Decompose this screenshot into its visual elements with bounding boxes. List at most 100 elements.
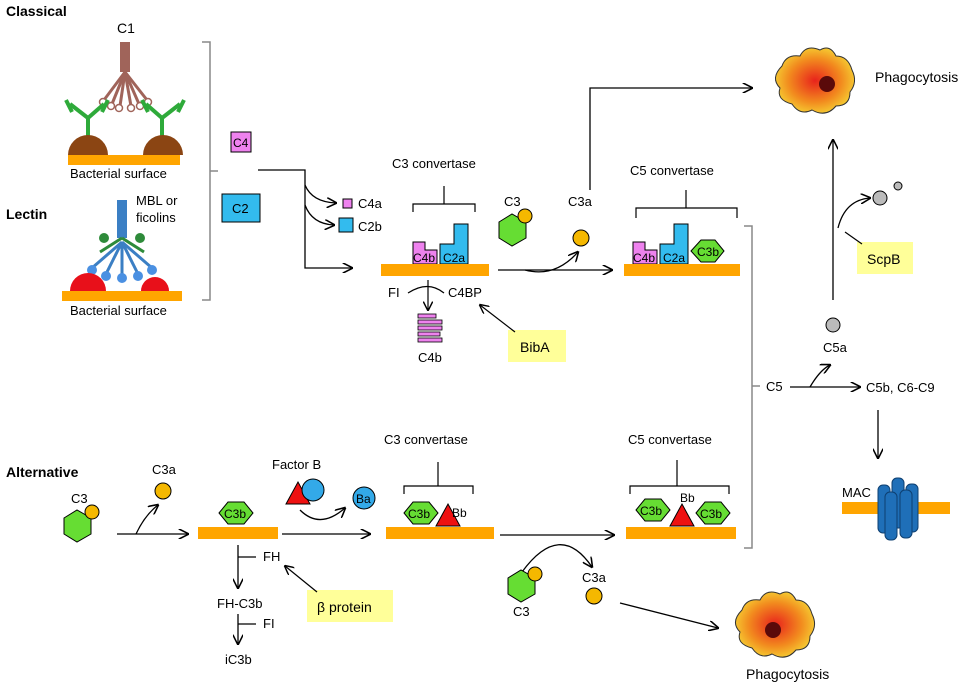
phagocytosis-label-top: Phagocytosis bbox=[875, 69, 958, 85]
classical-pathway-label: Classical bbox=[6, 3, 67, 19]
ba-release-arrow bbox=[299, 508, 345, 521]
c4bp-label: C4BP bbox=[448, 285, 482, 300]
c3b-hexagon-conv5-b bbox=[695, 501, 731, 525]
lectin-pathway-label: Lectin bbox=[6, 206, 47, 222]
c5-label: C5 bbox=[766, 379, 783, 394]
bb-label-conv3: Bb bbox=[452, 506, 467, 520]
c3a-label-alt: C3a bbox=[152, 462, 177, 477]
antibody-left-icon bbox=[64, 99, 110, 140]
c3a-circle-bottom bbox=[585, 587, 603, 605]
surface-c5-convertase-top bbox=[624, 264, 740, 276]
c3-circle-bottom bbox=[527, 566, 543, 582]
c2-label: C2 bbox=[232, 201, 249, 216]
antigen-right-icon bbox=[143, 135, 183, 155]
c2a-label-1: C2a bbox=[443, 251, 465, 265]
c3-hexagon-top bbox=[498, 213, 527, 247]
beta-protein-arrow bbox=[285, 566, 318, 593]
c3a-release-arrow-bottom bbox=[521, 544, 592, 573]
c3-convertase-title-bottom: C3 convertase bbox=[384, 432, 468, 447]
biba-box bbox=[508, 330, 566, 362]
mac-pore-icon bbox=[877, 477, 919, 541]
c3b-hexagon-conv3 bbox=[403, 501, 439, 525]
c3a-circle-top bbox=[572, 229, 590, 247]
c3b-label-conv3: C3b bbox=[408, 507, 430, 521]
c3b-label-conv5-a: C3b bbox=[640, 504, 662, 518]
ficolins-label: ficolins bbox=[136, 210, 176, 225]
scpb-pointer-line bbox=[844, 231, 863, 245]
c3-circle-alt bbox=[84, 504, 100, 520]
c4b-label-1: C4b bbox=[413, 251, 435, 265]
fi-label-1: FI bbox=[388, 285, 400, 300]
c4b-label-2: C4b bbox=[633, 251, 655, 265]
bacterial-surface-label-2: Bacterial surface bbox=[70, 303, 167, 318]
antibody-right-icon bbox=[140, 99, 186, 140]
phagocytosis-label-bottom: Phagocytosis bbox=[746, 666, 829, 682]
c5-convertase-bracket-top bbox=[635, 190, 738, 218]
c5-convertase-title-bottom: C5 convertase bbox=[628, 432, 712, 447]
scpb-label: ScpB bbox=[867, 251, 900, 267]
c5a-cleaved-circle bbox=[872, 190, 888, 206]
fi-label-2: FI bbox=[263, 616, 275, 631]
c3b-hexagon-alt bbox=[218, 501, 254, 525]
c3b-label-conv5-b: C3b bbox=[700, 507, 722, 521]
fi-c4bp-arc bbox=[407, 285, 445, 294]
biba-inhibition-arrow bbox=[480, 305, 516, 333]
c5-convertase-title-top: C5 convertase bbox=[630, 163, 714, 178]
c3-convertase-bracket-top bbox=[412, 186, 476, 212]
c3a-to-phagocytosis-arrow-top bbox=[589, 88, 752, 190]
bb-label-conv5: Bb bbox=[680, 491, 695, 505]
c4-label: C4 bbox=[233, 136, 249, 150]
c5b-c6c9-label: C5b, C6-C9 bbox=[866, 380, 935, 395]
classical-to-convertase-arrow bbox=[258, 169, 352, 268]
c3a-label-top: C3a bbox=[568, 194, 593, 209]
c4-box bbox=[230, 131, 252, 153]
biba-label: BibA bbox=[520, 339, 550, 355]
c3b-hexagon-c5-top bbox=[690, 239, 725, 263]
ba-circle bbox=[352, 486, 376, 510]
bb-triangle-conv3 bbox=[435, 502, 461, 527]
c3b-label-alt: C3b bbox=[224, 507, 246, 521]
c4b-free-icon bbox=[417, 313, 443, 343]
phagocyte-top-icon bbox=[775, 47, 856, 114]
c1-complex-icon bbox=[98, 42, 153, 113]
c4a-arrow bbox=[304, 184, 336, 203]
c2b-box bbox=[338, 217, 354, 233]
beta-protein-label: β protein bbox=[317, 599, 372, 615]
c3-convertase-title-top: C3 convertase bbox=[392, 156, 476, 171]
bacterial-surface-lectin bbox=[62, 291, 182, 301]
c2b-label: C2b bbox=[358, 219, 382, 234]
c5a-fragment-circle bbox=[893, 181, 903, 191]
c5a-label: C5a bbox=[823, 340, 848, 355]
alternative-pathway-label: Alternative bbox=[6, 464, 79, 480]
bb-triangle-conv5 bbox=[669, 502, 695, 527]
factor-b-label: Factor B bbox=[272, 457, 321, 472]
c3a-release-arrow-top bbox=[524, 252, 578, 273]
c3-hexagon-alt bbox=[63, 509, 92, 543]
phagocyte-bottom-icon bbox=[735, 591, 816, 658]
surface-c3-convertase-bottom bbox=[386, 527, 494, 539]
c5a-circle bbox=[825, 317, 841, 333]
c5a-release-arrow bbox=[809, 365, 830, 388]
c4a-label: C4a bbox=[358, 196, 383, 211]
ic3b-label: iC3b bbox=[225, 652, 252, 667]
mac-label: MAC bbox=[842, 485, 871, 500]
c2b-arrow bbox=[304, 204, 334, 225]
c3-label-bottom: C3 bbox=[513, 604, 530, 619]
pathway-brace bbox=[202, 41, 218, 301]
c3a-to-phagocytosis-arrow-bottom bbox=[619, 602, 718, 628]
ba-label: Ba bbox=[356, 492, 371, 506]
c3a-label-bottom: C3a bbox=[582, 570, 607, 585]
mbl-icon bbox=[87, 200, 157, 283]
c2a-label-2: C2a bbox=[663, 251, 685, 265]
scpb-box bbox=[857, 242, 913, 274]
c3-label-top: C3 bbox=[504, 194, 521, 209]
c4b-free-label: C4b bbox=[418, 350, 442, 365]
c3-circle-top bbox=[517, 208, 533, 224]
scpb-cleavage-arrow bbox=[837, 198, 870, 229]
c3a-release-arrow-alt bbox=[135, 505, 158, 535]
c3-hexagon-bottom bbox=[507, 569, 536, 603]
antigen-left-icon bbox=[68, 135, 108, 155]
c3a-circle-alt bbox=[154, 482, 172, 500]
